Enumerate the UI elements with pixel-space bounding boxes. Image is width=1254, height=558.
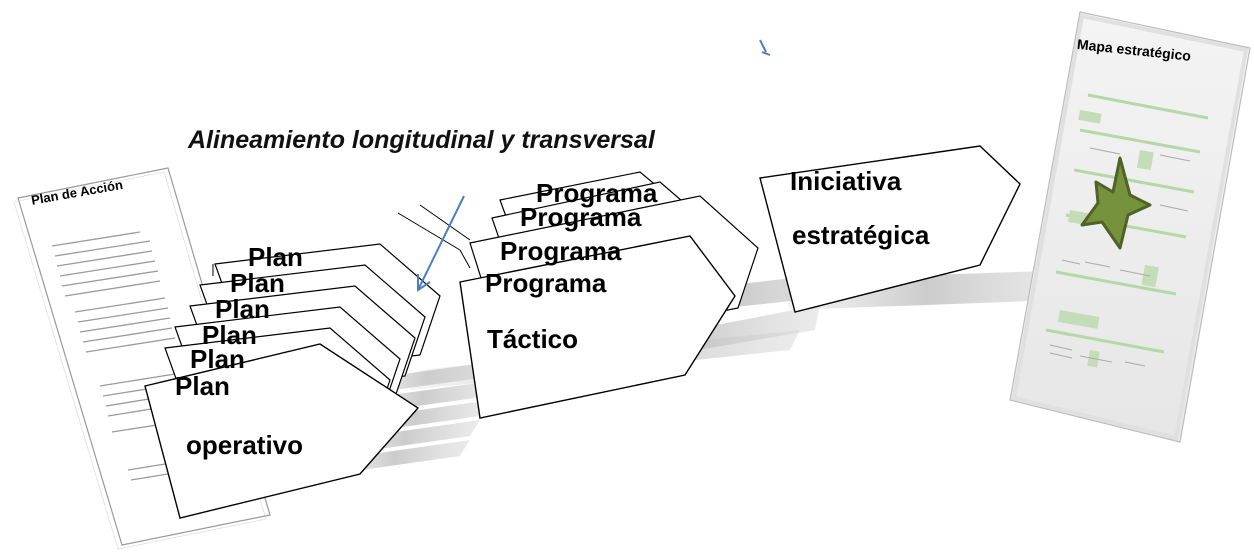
programa-tactico-line2: Táctico [487, 324, 579, 354]
plan-label: Plan [202, 320, 257, 350]
plan-operativo-line1: Plan [175, 371, 230, 401]
programa-label: Programa [536, 178, 658, 208]
plan-label: Plan [248, 242, 303, 272]
plan-label: Plan [230, 268, 285, 298]
connector-lines [212, 204, 471, 276]
plan-operativo-line2: operativo [186, 430, 304, 460]
iniciativa-shape [759, 145, 1021, 313]
programa-tactico-line1: Programa [485, 268, 607, 298]
plan-stack [144, 243, 441, 519]
programa-label: Programa [520, 202, 642, 232]
star-icon [1080, 156, 1152, 250]
programa-stack [459, 171, 759, 419]
programa-label: Programa [500, 236, 622, 266]
map-text-lines [1049, 147, 1191, 367]
alignment-arrow [417, 39, 771, 292]
document-text-lines [51, 231, 183, 481]
mapa-estrategico-document [1009, 11, 1251, 443]
caption: Alineamiento longitudinal y transversal [188, 126, 655, 154]
iniciativa-line1: Iniciativa [790, 166, 902, 196]
plan-label: Plan [190, 344, 245, 374]
iniciativa-line2: estratégica [792, 220, 930, 250]
plan-label: Plan [215, 294, 270, 324]
